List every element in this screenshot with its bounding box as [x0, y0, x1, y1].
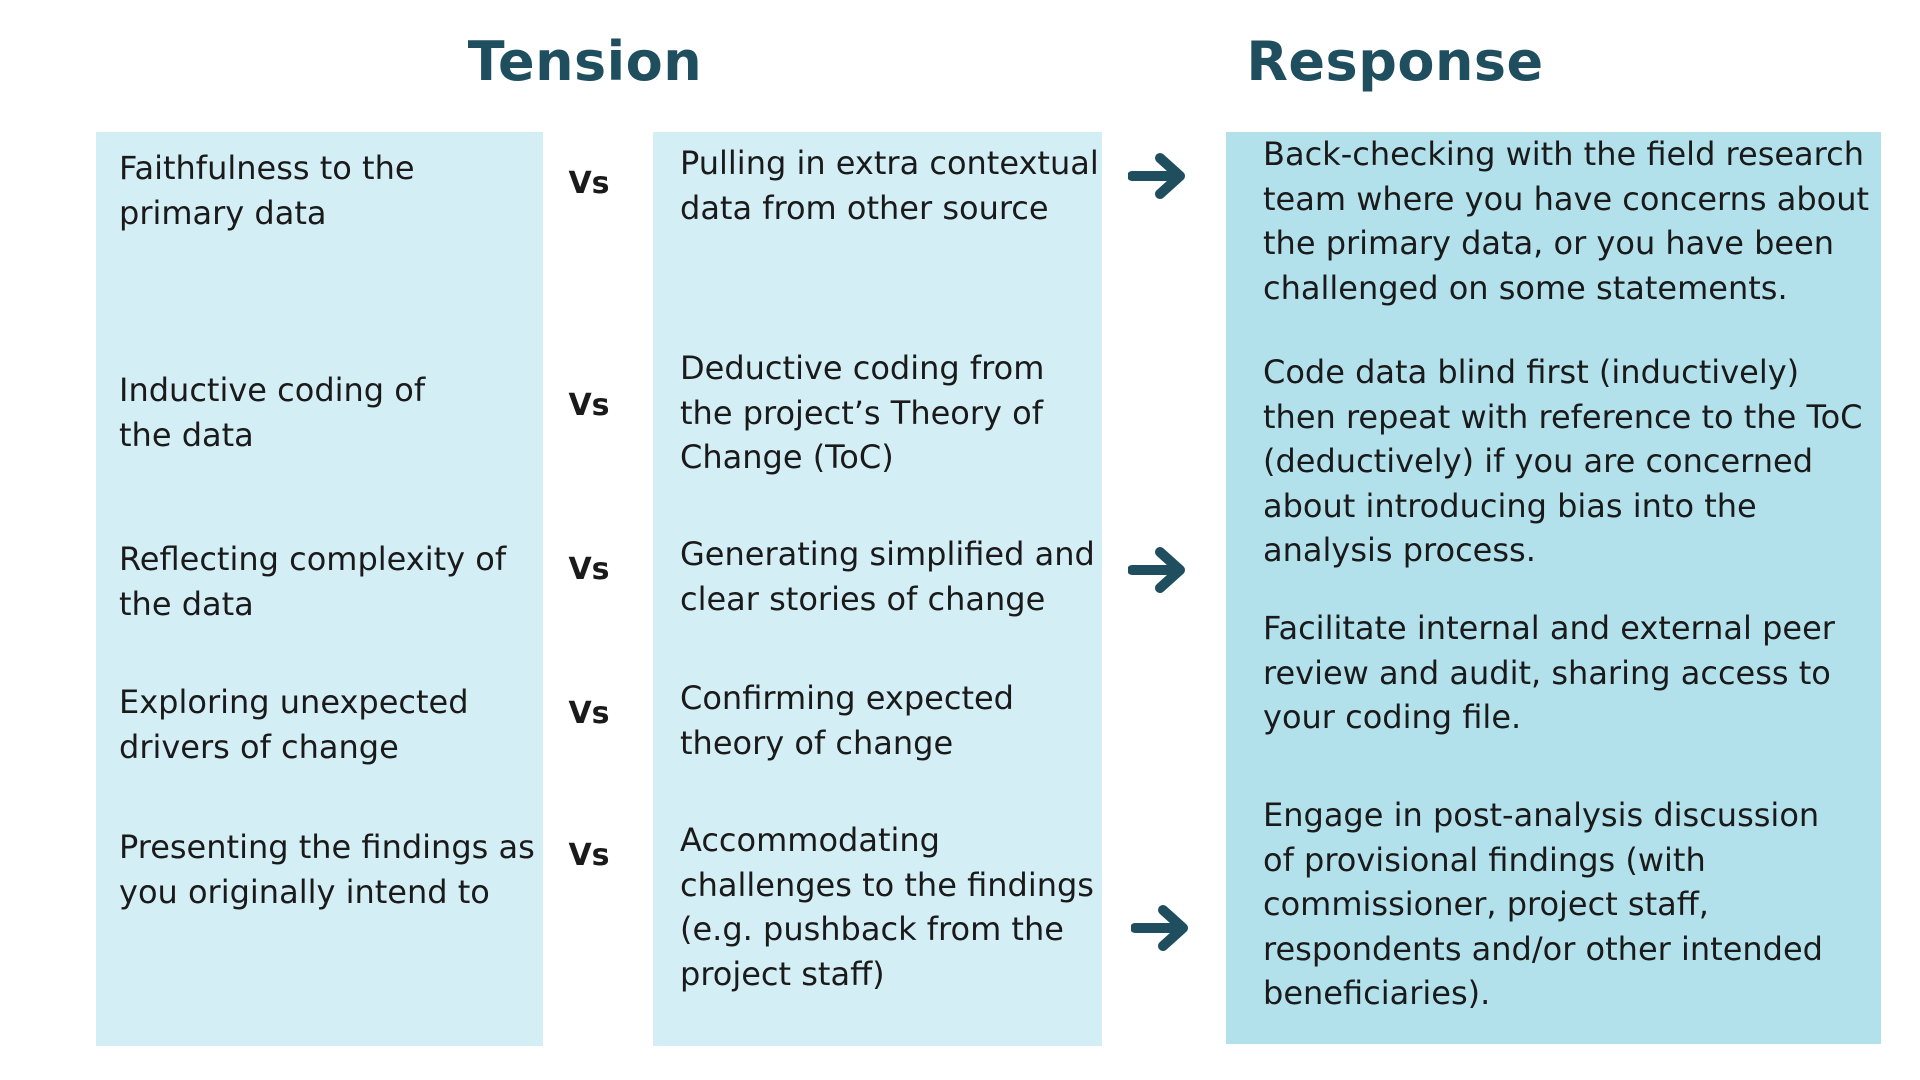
counter-item-deductive-coding: Deductive coding from the project’s Theo…	[680, 349, 1045, 476]
tension-item-unexpected-drivers: Exploring unexpected drivers of change	[119, 683, 469, 766]
response-heading: Response	[1246, 30, 1544, 93]
right-arrow-icon	[1128, 153, 1185, 199]
vs-label: Vs	[568, 838, 610, 873]
counter-tension-panel	[653, 132, 1102, 1046]
response-post-analysis: Engage in post-analysis discussion of pr…	[1263, 796, 1823, 1012]
vs-label: Vs	[568, 552, 610, 587]
response-blind-coding: Code data blind first (inductively) then…	[1263, 353, 1863, 569]
counter-item-contextual-data: Pulling in extra contextual data from ot…	[680, 144, 1099, 227]
counter-item-challenges: Accommodating challenges to the findings…	[680, 821, 1094, 993]
vs-label: Vs	[568, 388, 610, 423]
tension-item-complexity: Reflecting complexity of the data	[119, 540, 507, 623]
response-peer-review: Facilitate internal and external peer re…	[1263, 609, 1835, 736]
response-panel	[1226, 132, 1881, 1044]
counter-item-simplified-stories: Generating simplified and clear stories …	[680, 535, 1095, 618]
tension-item-inductive-coding: Inductive coding of the data	[119, 371, 426, 454]
response-back-checking: Back-checking with the field research te…	[1263, 135, 1870, 307]
vs-label: Vs	[568, 166, 610, 201]
vs-label: Vs	[568, 696, 610, 731]
tension-panel	[96, 132, 543, 1046]
counter-item-expected-theory: Confirming expected theory of change	[680, 679, 1014, 762]
tension-item-original-findings: Presenting the findings as you originall…	[119, 828, 535, 911]
right-arrow-icon	[1128, 547, 1185, 593]
tension-heading: Tension	[467, 30, 703, 93]
right-arrow-icon	[1131, 905, 1188, 951]
tension-item-primary-data: Faithfulness to the primary data	[119, 149, 415, 232]
